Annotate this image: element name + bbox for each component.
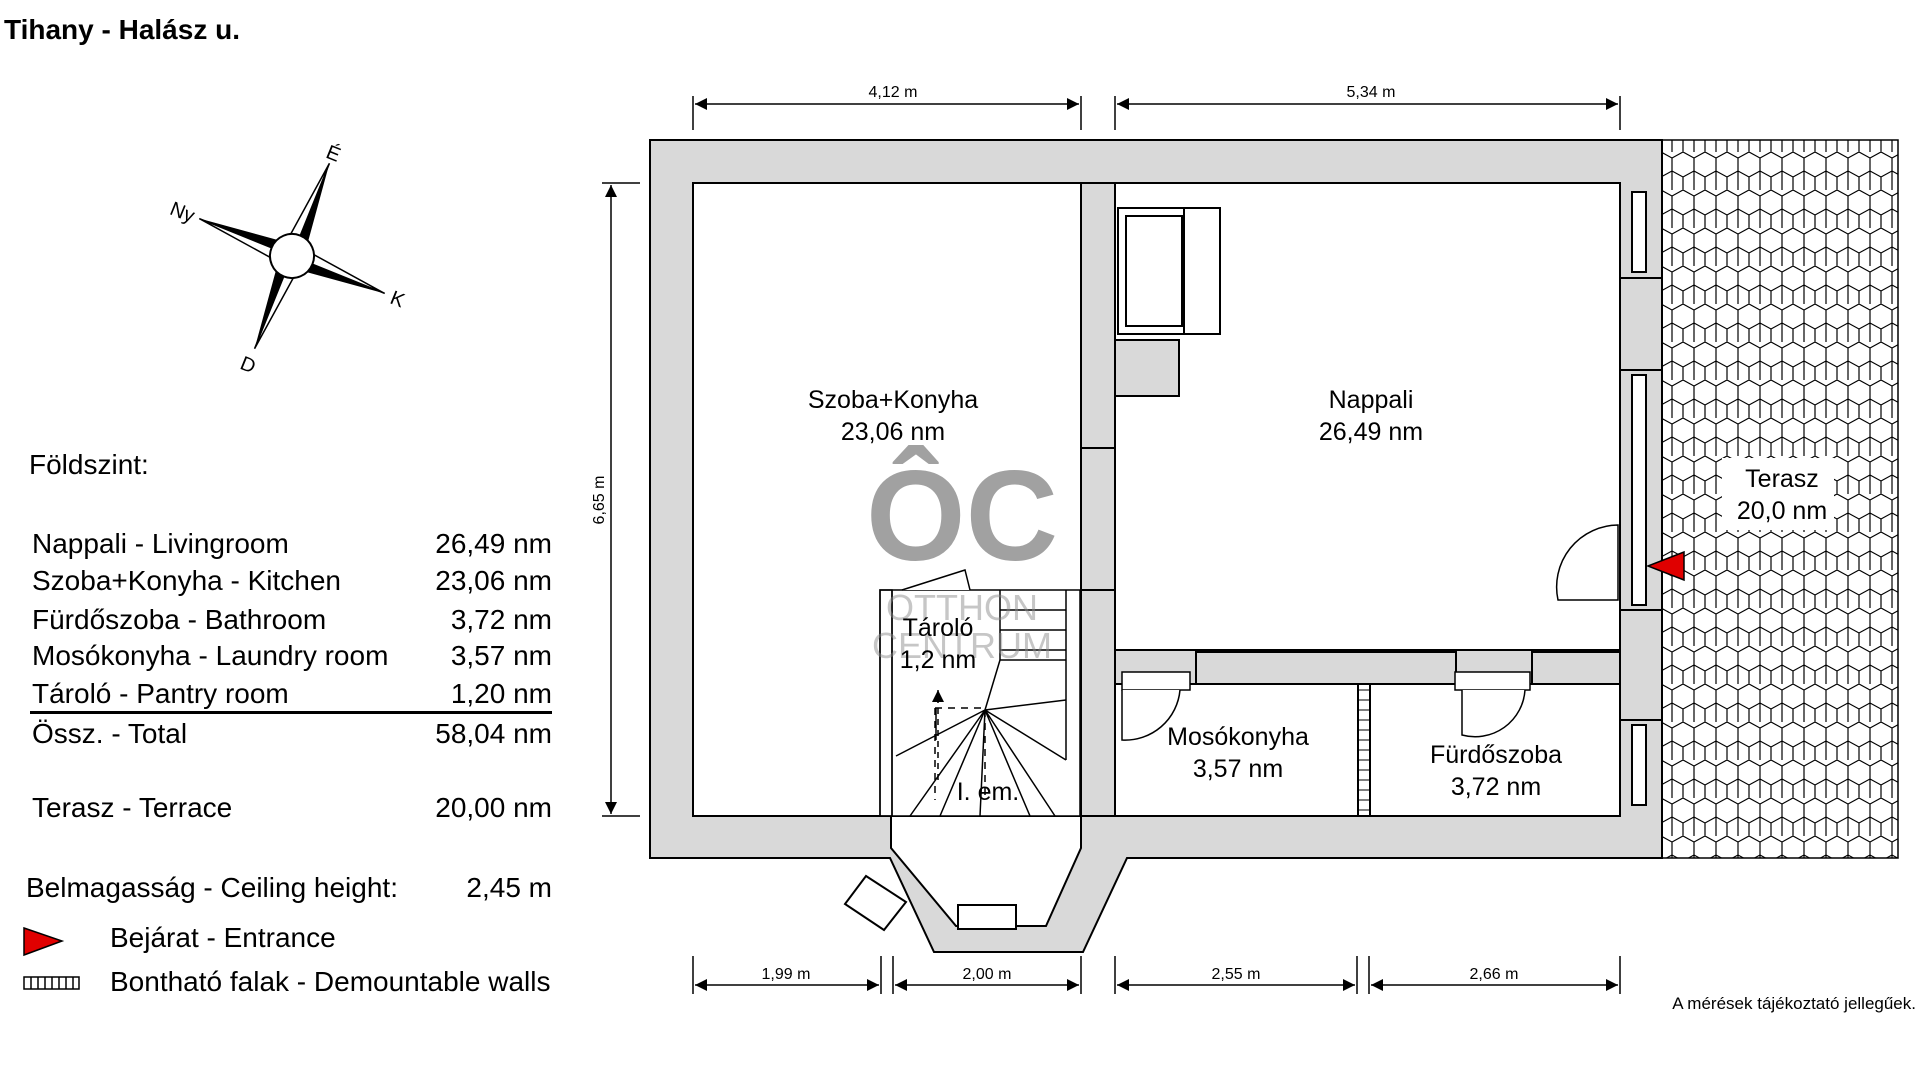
dim-top-left: 4,12 m [869, 84, 918, 101]
legend-room-name: Mosókonyha - Laundry room [32, 640, 389, 671]
dimension-lines: 4,12 m 5,34 m 6,65 m 1,99 m 2,00 m 2,55 … [591, 84, 1621, 994]
watermark-line1: OTTHON [886, 587, 1038, 628]
legend-room-area: 23,06 nm [435, 565, 552, 596]
legend-row: Tároló - Pantry room 1,20 nm [32, 678, 552, 712]
label-tarolo-name: Tároló [903, 614, 974, 642]
watermark-oc: ÔC [866, 445, 1058, 588]
legend-room-area: 26,49 nm [435, 528, 552, 559]
watermark-line2: CENTRUM [872, 625, 1052, 666]
compass-rose: É K D Ny [167, 140, 408, 379]
kitchen-unit [1117, 207, 1221, 335]
legend-row: Nappali - Livingroom 26,49 nm [32, 528, 552, 562]
legend-entrance-label: Bejárat - Entrance [110, 922, 336, 953]
dim-top-right: 5,34 m [1347, 84, 1396, 101]
label-tarolo-area: 1,2 nm [900, 646, 976, 674]
watermark-logo: ÔC OTTHON CENTRUM [866, 445, 1058, 666]
legend-row: Mosókonyha - Laundry room 3,57 nm [32, 640, 552, 674]
label-furdoszoba-name: Fürdőszoba [1430, 741, 1562, 769]
windows [843, 191, 1647, 932]
legend-room-area: 1,20 nm [450, 678, 552, 709]
label-terasz-area: 20,0 nm [1737, 497, 1827, 525]
legend-room-name: Fürdőszoba - Bathroom [32, 604, 327, 635]
entrance-marker [1645, 550, 1685, 582]
label-szoba-name: Szoba+Konyha [808, 386, 978, 414]
label-nappali-name: Nappali [1329, 386, 1414, 414]
demountable-wall-icon [23, 976, 80, 990]
legend-ceiling-row: Belmagasság - Ceiling height: 2,45 m [26, 872, 552, 906]
legend-total-row: Össz. - Total 58,04 nm [32, 718, 552, 752]
staircase [879, 569, 1081, 817]
compass-w: Ny [167, 198, 198, 228]
label-stairs: I. em. [957, 778, 1020, 806]
legend-row: Fürdőszoba - Bathroom 3,72 nm [32, 604, 552, 638]
measurement-note: A mérések tájékoztató jellegűek. [1672, 994, 1916, 1013]
label-szoba-area: 23,06 nm [841, 418, 945, 446]
dim-height: 6,65 m [591, 476, 608, 525]
legend-terrace-area: 20,00 nm [435, 792, 552, 823]
label-furdoszoba-area: 3,72 nm [1451, 773, 1541, 801]
doors [1121, 524, 1619, 741]
label-mosokonyha-area: 3,57 nm [1193, 755, 1283, 783]
label-nappali-area: 26,49 nm [1319, 418, 1423, 446]
compass-e: K [387, 287, 408, 313]
legend-ceiling-name: Belmagasság - Ceiling height: [26, 872, 398, 903]
legend-demountable-label: Bontható falak - Demountable walls [110, 966, 551, 997]
dim-bottom-3: 2,55 m [1212, 966, 1261, 983]
dim-bottom-1: 1,99 m [762, 966, 811, 983]
legend-room-name: Szoba+Konyha - Kitchen [32, 565, 341, 596]
legend-title: Földszint: [29, 449, 149, 480]
legend-total-area: 58,04 nm [435, 718, 552, 749]
legend-ceiling-value: 2,45 m [466, 872, 552, 903]
internal-walls [1080, 182, 1663, 817]
dim-bottom-2: 2,00 m [963, 966, 1012, 983]
legend-room-area: 3,57 nm [450, 640, 552, 671]
label-mosokonyha-name: Mosókonyha [1167, 723, 1309, 751]
compass-n: É [323, 140, 344, 166]
entrance-legend-icon [23, 926, 65, 957]
dim-bottom-4: 2,66 m [1470, 966, 1519, 983]
legend-room-area: 3,72 nm [450, 604, 552, 635]
legend-total-name: Össz. - Total [32, 718, 188, 749]
legend-room-name: Tároló - Pantry room [32, 678, 289, 709]
legend-room-name: Nappali - Livingroom [32, 528, 289, 559]
legend-separator [30, 711, 552, 714]
label-terasz-name: Terasz [1745, 465, 1819, 493]
legend-row: Szoba+Konyha - Kitchen 23,06 nm [32, 565, 552, 599]
legend-terrace-row: Terasz - Terrace 20,00 nm [32, 792, 552, 826]
legend-terrace-name: Terasz - Terrace [32, 792, 233, 823]
page-title: Tihany - Halász u. [4, 14, 240, 45]
compass-s: D [237, 353, 259, 379]
